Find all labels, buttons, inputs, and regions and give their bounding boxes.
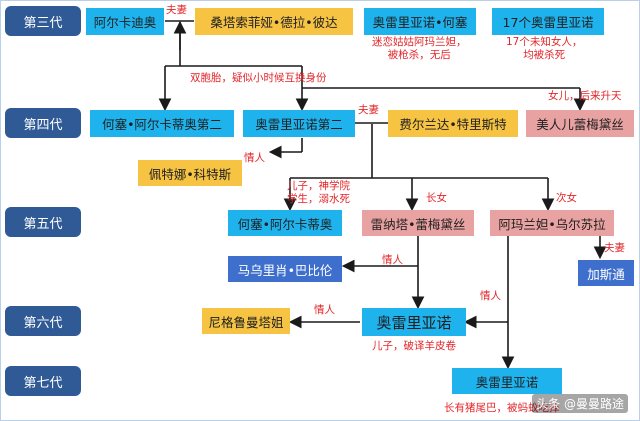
person-arcadio: 阿尔卡迪奥 (86, 8, 164, 35)
note-sixth-son: 儿子，破译羊皮卷 (372, 340, 456, 352)
note-lover-petra: 情人 (244, 152, 265, 164)
person-santa-sofia: 桑塔索菲娅•德拉•彼达 (195, 8, 353, 35)
note-seventeen-fate: 17个未知女人， 均被杀死 (506, 36, 583, 61)
note-second-daughter: 次女 (556, 192, 577, 204)
person-remedios-beauty: 美人儿蕾梅黛丝 (526, 110, 634, 137)
person-aureliano-segundo: 奥雷里亚诺第二 (243, 110, 355, 137)
person-gaston: 加斯通 (578, 260, 634, 286)
person-fernanda: 费尔兰达•特里斯特 (388, 110, 518, 137)
person-amaranta-ursula: 阿玛兰妲•乌尔苏拉 (490, 210, 614, 236)
note-lover-mauricio: 情人 (382, 254, 403, 266)
watermark: 头条 @曼曼路途 (532, 394, 628, 413)
person-jose-arcadio: 何塞•阿尔卡蒂奥 (228, 210, 342, 236)
person-aureliano-gen7: 奥雷里亚诺 (452, 368, 562, 394)
person-aureliano-gen6: 奥雷里亚诺 (362, 308, 466, 336)
person-renata-remedios: 雷纳塔•蕾梅黛丝 (362, 210, 474, 236)
note-twins: 双胞胎，疑似小时候互换身份 (190, 72, 327, 84)
note-seventh-fate: 长有猪尾巴，被蚂蚁吃掉 (444, 402, 560, 414)
note-aureliano-jose-fate: 迷恋姑姑阿玛兰妲， 被枪杀，无后 (372, 36, 467, 61)
generation-label-5: 第五代 (5, 207, 81, 237)
note-spouse-gen4: 夫妻 (358, 104, 379, 116)
person-aureliano-jose: 奥雷里亚诺•何塞 (364, 8, 476, 35)
person-jose-arcadio-segundo: 何塞•阿尔卡蒂奥第二 (90, 110, 234, 137)
note-lover-nigromanta: 情人 (314, 304, 335, 316)
person-nigromanta: 尼格鲁曼塔姐 (202, 308, 290, 334)
note-eldest-daughter: 长女 (426, 192, 447, 204)
generation-label-4: 第四代 (5, 108, 81, 138)
note-lover-amaranta: 情人 (480, 290, 501, 302)
person-mauricio-babilonia: 马乌里肖•巴比伦 (228, 256, 342, 282)
generation-label-6: 第六代 (5, 306, 81, 336)
note-daughter: 女儿，后来升天 (548, 90, 622, 102)
note-spouse-gen3: 夫妻 (166, 4, 187, 16)
note-spouse-gaston: 夫妻 (604, 242, 625, 254)
generation-label-3: 第三代 (5, 6, 81, 36)
note-son-seminary: 儿子，神学院 学生，溺水死 (287, 180, 350, 205)
generation-label-7: 第七代 (5, 366, 81, 396)
person-petra-cotes: 佩特娜•科特斯 (138, 160, 242, 186)
person-seventeen-aurelianos: 17个奥雷里亚诺 (492, 8, 604, 35)
